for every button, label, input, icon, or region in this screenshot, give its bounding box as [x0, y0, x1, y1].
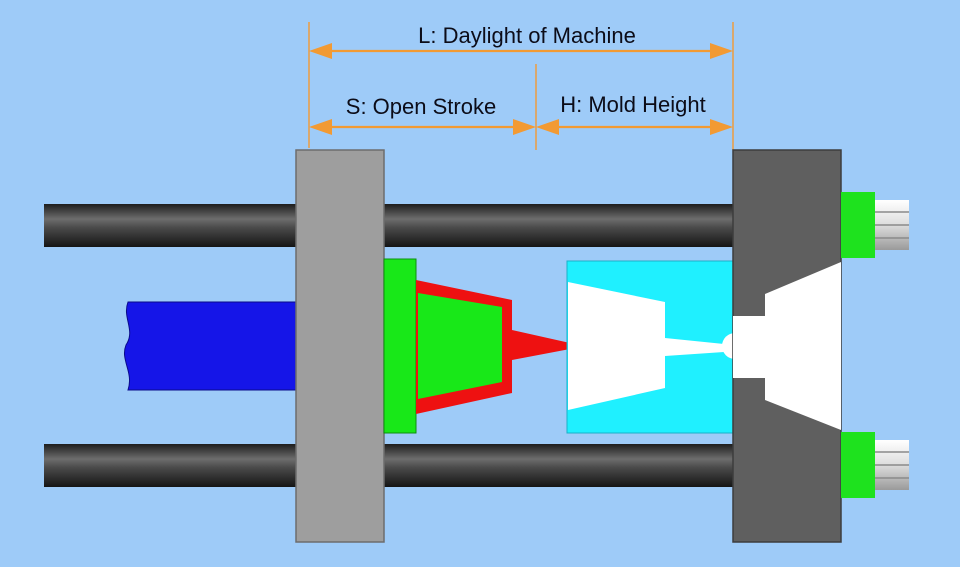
molded-part [568, 282, 665, 410]
daylight-dimension-arrow [309, 43, 733, 59]
mold-height-dimension-arrow [536, 119, 733, 135]
moving-platen [295, 149, 385, 543]
open-stroke-dimension-arrow [309, 119, 536, 135]
clamping-ram [124, 301, 297, 391]
tie-bar-nut-upper [841, 192, 909, 258]
nozzle-bushing [733, 316, 766, 378]
daylight-label: L: Daylight of Machine [418, 23, 636, 48]
tie-bar-upper [44, 204, 738, 247]
open-stroke-label: S: Open Stroke [346, 94, 496, 119]
sprue-runner [665, 338, 724, 356]
core-plate [383, 258, 417, 434]
nozzle-opening [765, 262, 841, 430]
tie-bar-lower [44, 444, 738, 487]
core-insert [418, 293, 502, 399]
mold-height-label: H: Mold Height [560, 92, 706, 117]
tie-bar-nut-lower [841, 432, 909, 498]
